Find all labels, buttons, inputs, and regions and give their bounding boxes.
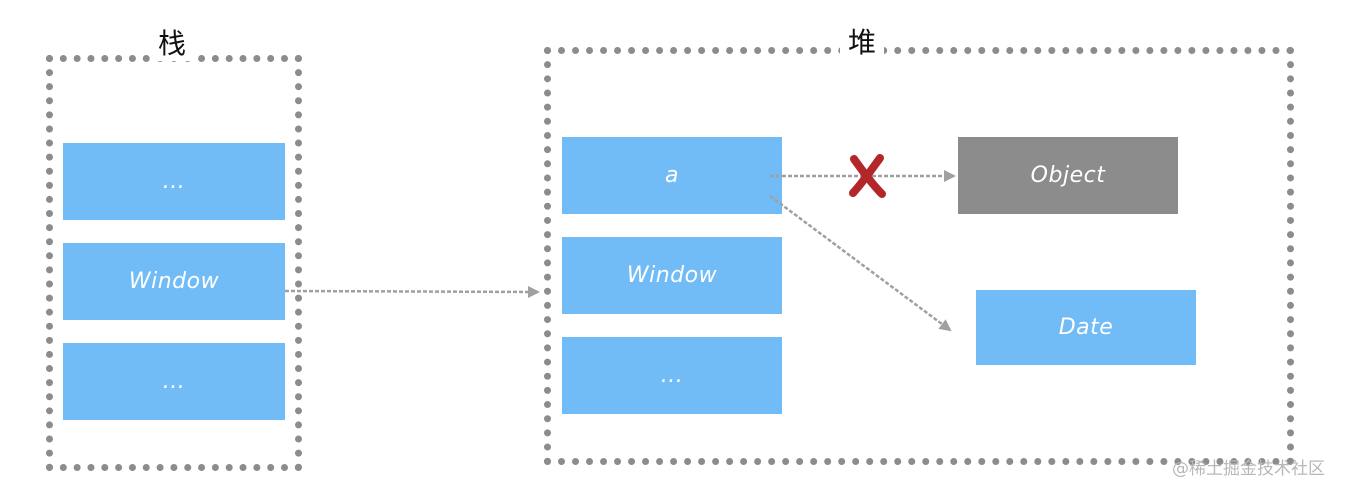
heap-item-ellipsis: ...	[562, 337, 782, 414]
stack-item-ellipsis-bottom: ...	[63, 343, 285, 420]
arrow-stack-window-to-heap	[284, 285, 540, 298]
heap-title: 堆	[840, 26, 885, 60]
heap-region	[544, 47, 1294, 465]
stack-title: 栈	[150, 27, 195, 61]
stack-item-window: Window	[63, 243, 285, 320]
heap-item-window: Window	[562, 237, 782, 314]
stack-item-ellipsis-top: ...	[63, 143, 285, 220]
heap-object-box: Object	[958, 137, 1178, 214]
heap-item-a: a	[562, 137, 782, 214]
heap-date-box: Date	[976, 290, 1196, 365]
watermark: @稀土掘金技术社区	[1172, 459, 1325, 479]
